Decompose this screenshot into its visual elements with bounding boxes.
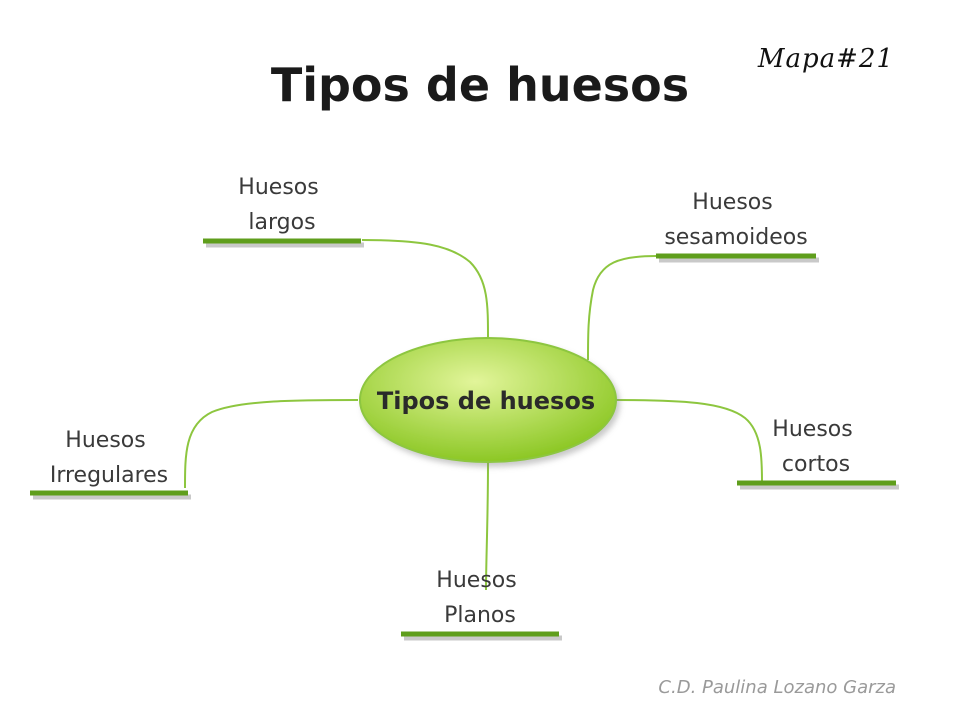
node-sesamoideos: Huesos sesamoideos: [664, 190, 807, 250]
node-cortos-line-2: cortos: [782, 452, 850, 477]
center-node: [359, 337, 617, 463]
branch-largos: [361, 239, 489, 339]
node-planos-line-2: Planos: [444, 603, 516, 628]
node-irregulares-line-1: Huesos: [65, 428, 145, 453]
branch-cortos: [615, 399, 763, 483]
node-irregulares: Huesos Irregulares: [50, 428, 168, 488]
node-planos-line-1: Huesos: [436, 568, 516, 593]
center-node-label: Tipos de huesos: [377, 387, 595, 415]
node-irregulares-line-2: Irregulares: [50, 463, 168, 488]
author-credit: C.D. Paulina Lozano Garza: [658, 677, 896, 698]
node-planos: Huesos Planos: [436, 568, 523, 628]
map-number-label: Mapa#21: [757, 44, 894, 74]
node-largos: Huesos largos: [238, 175, 325, 235]
node-largos-line-1: Huesos: [238, 175, 318, 200]
node-sesamoideos-line-1: Huesos: [692, 190, 772, 215]
branch-irregulares: [184, 399, 359, 489]
node-cortos-line-1: Huesos: [772, 417, 852, 442]
node-cortos: Huesos cortos: [772, 417, 859, 477]
branch-planos: [485, 461, 489, 591]
node-sesamoideos-line-2: sesamoideos: [664, 225, 807, 250]
branch-sesamoideos: [587, 255, 657, 361]
node-largos-line-2: largos: [248, 210, 315, 235]
page-title: Tipos de huesos: [270, 58, 690, 112]
